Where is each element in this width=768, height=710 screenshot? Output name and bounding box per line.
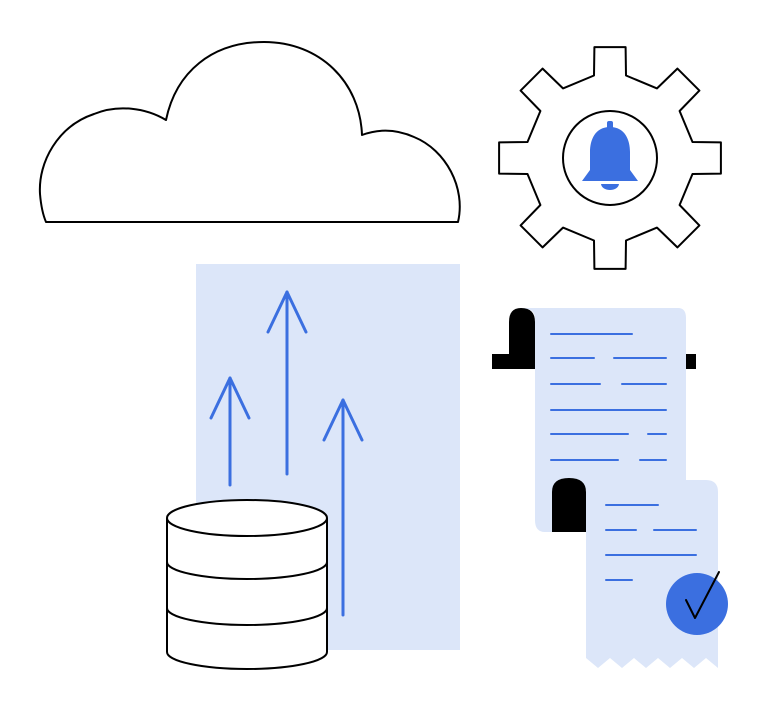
scroll-document-icon [492, 308, 696, 532]
bell-icon [582, 121, 638, 190]
upward-arrows-icon [209, 290, 364, 617]
database-icon [166, 499, 328, 670]
cloud-icon [38, 41, 461, 223]
checkmark-badge-icon [666, 571, 728, 635]
